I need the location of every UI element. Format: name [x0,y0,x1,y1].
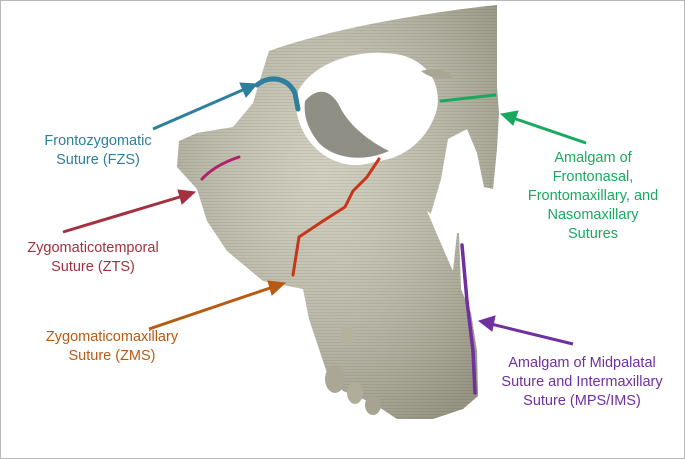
fzs-suture-line [254,76,301,112]
nasal-amalgam-arrow [499,110,587,145]
fzs-arrow [152,82,259,131]
palatal-amalgam-label: Amalgam of Midpalatal Suture and Interma… [501,355,663,409]
zts-suture-line [200,155,241,181]
palatal-amalgam-suture-line [460,243,477,395]
palatal-amalgam-arrow [477,315,574,346]
zms-label: Zygomaticomaxillary Suture (ZMS) [45,329,179,364]
nasal-amalgam-suture-line [439,93,497,103]
fzs-label: Frontozygomatic Suture (FZS) [44,133,152,168]
zts-label: Zygomaticotemporal Suture (ZTS) [27,240,159,275]
nasal-amalgam-label: Amalgam of Frontonasal, Frontomaxillary,… [527,150,659,242]
zts-arrow [62,189,197,234]
zms-suture-line [291,157,381,277]
zms-arrow [148,280,287,331]
